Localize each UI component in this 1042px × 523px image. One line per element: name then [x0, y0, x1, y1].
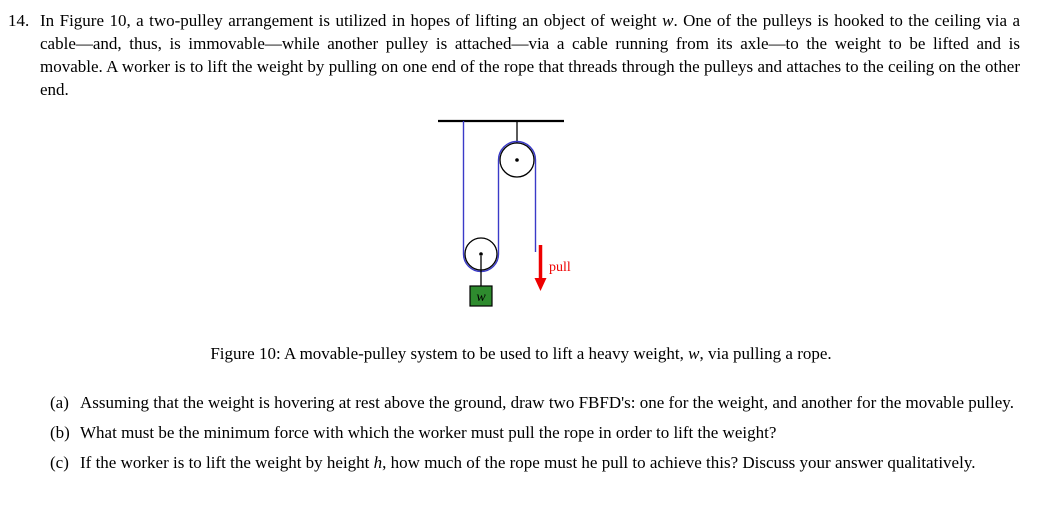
weight-label: w: [476, 290, 486, 305]
question-a-label: (a): [50, 393, 69, 412]
problem-text-part-2: . One of the pulleys is hooked to the ce…: [40, 11, 1020, 99]
caption-part-1: Figure 10: A movable-pulley system to be…: [210, 344, 689, 363]
pull-arrowhead-icon: [534, 278, 546, 291]
question-b-label: (b): [50, 423, 70, 442]
caption-part-2: , via pulling a rope.: [699, 344, 832, 363]
problem-text-part-1: In Figure 10, a two-pulley arrangement i…: [40, 11, 663, 30]
fixed-pulley-axle: [514, 158, 519, 162]
question-list: (a) Assuming that the weight is hovering…: [0, 391, 1042, 474]
figure-caption: Figure 10: A movable-pulley system to be…: [0, 342, 1042, 365]
question-b: (b) What must be the minimum force with …: [0, 421, 1042, 444]
problem-number: 14.: [8, 11, 30, 30]
question-c-math-var-h: h: [373, 453, 383, 472]
weight-box: [468, 285, 493, 307]
rope-over-fixed-pulley: [497, 140, 536, 161]
figure: w pull: [418, 114, 593, 315]
question-c-text-part-1: If the worker is to lift the weight by h…: [80, 453, 374, 472]
question-c-text-part-2: , how much of the rope must he pull to a…: [382, 453, 976, 472]
question-b-text: What must be the minimum force with whic…: [80, 423, 777, 442]
math-var-w: w: [662, 11, 674, 30]
movable-pulley-axle: [478, 252, 483, 256]
caption-math-var-w: w: [688, 344, 700, 363]
question-a: (a) Assuming that the weight is hovering…: [0, 391, 1042, 414]
question-c-label: (c): [50, 453, 69, 472]
pulley-diagram: w pull: [437, 119, 571, 307]
question-c: (c) If the worker is to lift the weight …: [0, 451, 1042, 474]
pull-label: pull: [549, 260, 571, 275]
problem-statement: 14. In Figure 10, a two-pulley arrangeme…: [0, 9, 1042, 101]
question-a-text: Assuming that the weight is hovering at …: [80, 393, 1014, 412]
